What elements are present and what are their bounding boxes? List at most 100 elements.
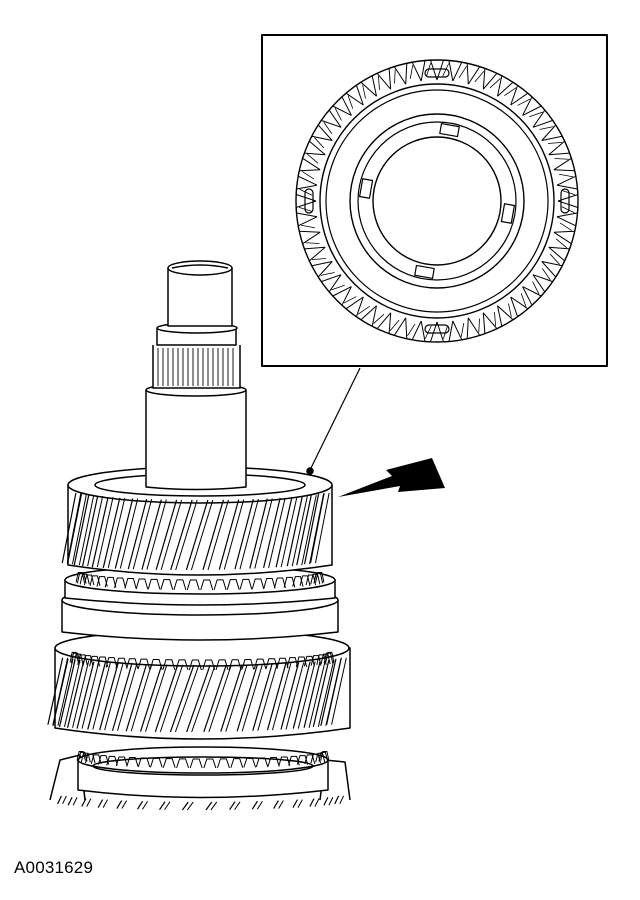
gear-tooth — [64, 659, 81, 727]
gear-tooth — [297, 799, 303, 808]
ring-tooth — [308, 135, 333, 156]
ring-tooth — [510, 92, 533, 116]
ring-tooth — [317, 119, 342, 141]
synchro-ring-top-view — [295, 59, 579, 343]
ring-tooth-edge — [299, 188, 313, 196]
gear-tooth — [254, 498, 273, 569]
gear-tooth — [187, 801, 194, 811]
gear-tooth — [309, 492, 325, 564]
gear-tooth — [278, 800, 284, 809]
gear-tooth — [87, 662, 106, 730]
gear-tooth — [104, 663, 124, 731]
dog-tooth — [97, 755, 110, 765]
gear-tooth — [159, 664, 184, 733]
dog-tooth — [104, 576, 117, 588]
ring-tooth — [452, 61, 469, 85]
dog-tooth — [137, 757, 151, 768]
ring-tooth — [308, 246, 333, 267]
gear-tooth — [81, 661, 100, 729]
ring-tooth — [522, 274, 546, 297]
ring-tooth-edge — [343, 296, 357, 304]
dog-tooth — [213, 579, 227, 591]
gear-tooth — [225, 664, 248, 732]
ring-tooth-edge — [554, 158, 569, 160]
gear-tooth — [249, 498, 268, 569]
ring-tooth — [302, 231, 326, 250]
ring-tooth-edge — [357, 305, 370, 315]
direction-arrow-icon — [338, 458, 445, 497]
ring-tooth — [497, 296, 519, 321]
gear-tooth — [292, 799, 298, 808]
ring-tooth — [436, 320, 454, 343]
gear-tooth — [47, 657, 64, 725]
gear-tooth — [252, 663, 273, 731]
ring-tooth — [436, 59, 454, 82]
gear-tooth — [314, 798, 320, 807]
inset-ring-teeth — [295, 59, 579, 343]
dog-tooth — [251, 578, 265, 590]
ring-tooth — [328, 274, 352, 297]
dog-tooth — [105, 657, 118, 668]
ring-tooth-edge — [301, 171, 315, 180]
dog-tooth — [77, 654, 88, 665]
dog-tooth — [188, 659, 202, 671]
dog-tooth — [82, 655, 94, 666]
ring-tooth — [541, 135, 566, 156]
ring-tooth-edge — [561, 189, 575, 196]
gear-tooth — [61, 492, 77, 564]
ring-tooth — [556, 200, 579, 218]
dog-tooth — [149, 658, 163, 670]
gear-tooth — [139, 664, 163, 732]
gear-tooth — [76, 661, 95, 729]
dog-tooth — [255, 757, 269, 768]
gear-tooth — [223, 499, 245, 570]
ring-slot — [304, 188, 314, 214]
lower-ring-teeth — [76, 750, 330, 769]
shaft-splines — [157, 330, 234, 386]
gear-tooth — [205, 801, 213, 811]
dog-tooth — [126, 658, 139, 669]
gear-tooth — [116, 800, 123, 809]
ring-tooth-edge — [334, 107, 342, 121]
ring-tooth-edge — [299, 206, 313, 213]
gear-tooth — [203, 664, 227, 733]
dog-tooth — [96, 656, 109, 668]
dog-tooth — [135, 578, 149, 590]
gear-tooth — [234, 498, 254, 570]
dog-tooth — [76, 572, 87, 584]
gear-tooth — [155, 499, 178, 571]
ring-tooth-edge — [407, 323, 416, 337]
dog-tooth — [175, 659, 189, 671]
ring-tooth-edge — [425, 63, 432, 77]
dog-tooth — [106, 755, 118, 766]
gear-tooth — [297, 661, 316, 729]
ring-tooth — [553, 216, 577, 233]
gear-tooth — [275, 496, 293, 568]
gear-tooth — [296, 495, 312, 566]
ring-tooth — [553, 169, 577, 186]
ring-tooth-edge — [561, 206, 575, 214]
gear-tooth — [125, 664, 148, 732]
gear-tooth — [286, 496, 303, 567]
lower-helical-gear — [47, 629, 351, 740]
ring-tooth-edge — [529, 111, 543, 118]
gear-tooth — [268, 497, 286, 568]
ring-tooth-edge — [478, 318, 480, 333]
ring-tooth-edge — [409, 65, 414, 79]
dog-tooth — [241, 658, 255, 670]
ring-tooth-edge — [442, 63, 450, 77]
dog-tooth — [80, 752, 91, 763]
dog-tooth — [176, 758, 190, 769]
ring-tooth-edge — [547, 142, 562, 144]
ring-tooth — [371, 305, 392, 330]
ring-tooth-edge — [541, 268, 551, 281]
gear-tooth — [303, 493, 320, 565]
ring-tooth — [328, 105, 352, 128]
ring-tooth — [497, 81, 519, 106]
gear-tooth — [164, 801, 171, 811]
gear-tooth — [57, 795, 62, 805]
ring-tooth-edge — [532, 281, 540, 295]
dog-tooth — [77, 751, 88, 762]
bottom-gear-teeth — [57, 795, 345, 811]
ring-slot — [560, 188, 570, 214]
